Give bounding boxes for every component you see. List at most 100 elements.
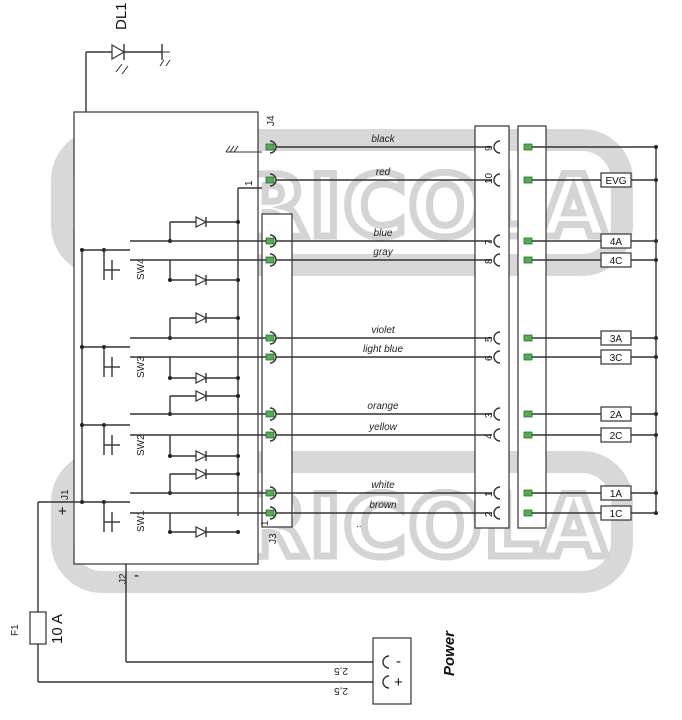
led-dl1: DL1 — [85, 2, 171, 112]
plug-pin-number: 1 — [484, 491, 495, 497]
wire-color-label: blue — [374, 228, 393, 239]
destination-tag: 2A — [610, 410, 623, 421]
destination-tag-box — [600, 172, 632, 188]
led-symbol — [111, 43, 126, 61]
destination-tag-box — [600, 505, 632, 521]
plug-pin-number: 10 — [484, 172, 495, 184]
switch-label: SW2 — [136, 434, 147, 456]
power-plus: + — [394, 674, 403, 691]
destination-tag: 4C — [610, 256, 623, 267]
destination-tag-box — [600, 485, 632, 501]
destination-tag: EVG — [605, 176, 626, 187]
diode — [170, 450, 240, 462]
pin-terminal — [265, 237, 275, 245]
pin-terminal — [265, 256, 275, 264]
plug-pin-number: 9 — [484, 145, 495, 151]
destination-tag: 2C — [610, 431, 623, 442]
dots-mark: .. — [356, 519, 362, 530]
plug-block-right — [517, 125, 547, 529]
wire-color-label: red — [376, 167, 391, 178]
j3-connector — [261, 213, 293, 528]
plug-socket-arc — [493, 253, 501, 267]
watermark-frame-bottom — [51, 451, 633, 593]
pin-terminal — [265, 509, 275, 517]
diodes — [130, 216, 266, 538]
diode — [170, 468, 240, 480]
wire-row: brown 2 1C — [265, 500, 658, 521]
wire-size-bottom: 2,5 — [334, 685, 348, 696]
pin-terminal — [265, 334, 275, 342]
plug-block-left — [474, 125, 510, 529]
wire-color-label: brown — [369, 500, 397, 511]
plug-pin-terminal — [523, 353, 533, 361]
switch-label: SW4 — [136, 258, 147, 280]
plug-pin-terminal — [523, 334, 533, 342]
destination-tag-box — [600, 252, 632, 268]
diode — [170, 390, 240, 402]
wire-color-label: violet — [371, 325, 396, 336]
pin-terminal — [265, 353, 275, 361]
power-socket-plus — [382, 675, 390, 689]
plug-pin-number: 5 — [484, 336, 495, 342]
switch: SW4 — [80, 248, 147, 280]
plug-pin-terminal — [523, 237, 533, 245]
wire-color-label: orange — [367, 401, 399, 412]
plug-socket-arc — [493, 486, 501, 500]
wire-rows: black 9 red 10 EVG blue 7 4A gray 8 4C violet 5 3A lig… — [265, 134, 658, 530]
pin-terminal — [265, 431, 275, 439]
j1-plus: + — [58, 503, 67, 520]
destination-tag-box — [600, 233, 632, 249]
plug-pin-number: 2 — [484, 511, 495, 517]
wire-color-label: gray — [373, 247, 393, 258]
destination-tag: 3A — [610, 334, 623, 345]
wire-row: black 9 — [265, 134, 658, 154]
j2-minus: - — [134, 567, 139, 584]
switch: SW3 — [80, 345, 147, 378]
plug-socket-arc — [493, 331, 501, 345]
diode — [170, 312, 240, 324]
power-label: Power — [441, 630, 458, 676]
wire-row: violet 5 3A — [265, 325, 658, 346]
wire-row: red 10 EVG — [265, 167, 658, 188]
destination-tag: 1A — [610, 489, 623, 500]
j3-label: J3 — [268, 533, 279, 544]
pin-terminal — [265, 176, 275, 184]
plug-pin-terminal — [523, 143, 533, 151]
diode — [170, 372, 240, 384]
switch-label: SW3 — [136, 356, 147, 378]
wire-color-label: light blue — [363, 344, 403, 355]
power-socket-minus — [382, 655, 390, 669]
internal-circuit — [81, 187, 262, 516]
plug-socket-arc — [493, 506, 501, 520]
wire-row: yellow 4 2C — [265, 422, 658, 443]
plug-pin-number: 7 — [484, 239, 495, 245]
switch-label: SW1 — [136, 510, 147, 532]
power-connector — [372, 637, 412, 705]
j3-pin1-label: 1 — [260, 520, 271, 526]
destination-tag: 1C — [610, 509, 623, 520]
diode — [170, 526, 240, 538]
destination-tag-box — [600, 330, 632, 346]
plug-pin-number: 4 — [484, 433, 495, 439]
ground-symbol — [225, 145, 262, 153]
wire-color-label: yellow — [368, 422, 398, 433]
switch: SW2 — [80, 423, 147, 456]
plug-socket-arc — [493, 428, 501, 442]
destination-tag: 4A — [610, 237, 623, 248]
plug-pin-terminal — [523, 256, 533, 264]
fuse-rating: 10 A — [49, 614, 66, 644]
pin-terminal — [265, 489, 275, 497]
pin-terminal — [265, 143, 275, 151]
diode — [170, 274, 240, 286]
plug-socket-arc — [493, 234, 501, 248]
wire-color-label: black — [371, 134, 395, 145]
destination-tag-box — [600, 427, 632, 443]
plug-pin-terminal — [523, 410, 533, 418]
led-designator: DL1 — [113, 2, 130, 30]
wire-size-top: 2,5 — [334, 665, 348, 676]
wire-row: blue 7 4A — [265, 228, 658, 249]
plug-pin-number: 8 — [484, 258, 495, 264]
